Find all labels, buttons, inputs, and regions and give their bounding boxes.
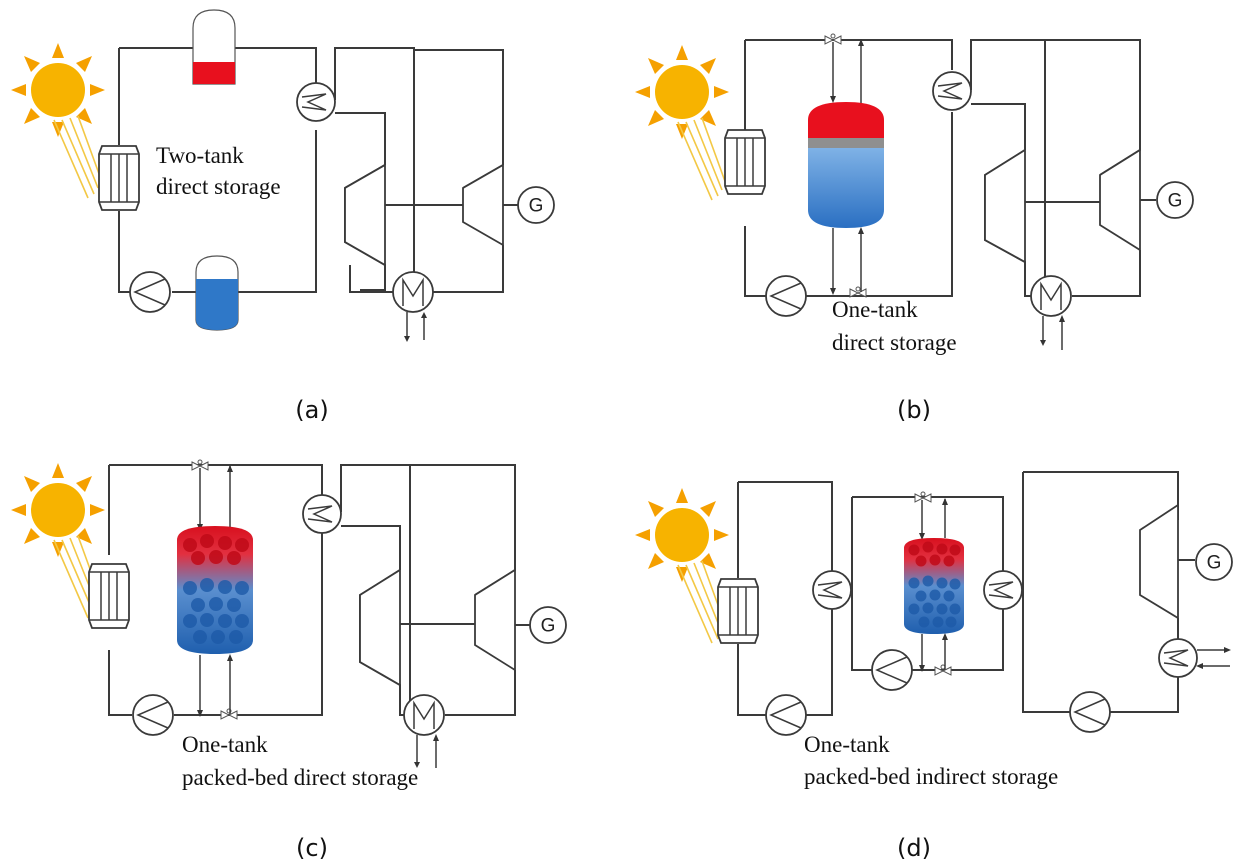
pump-icon [129,271,171,313]
compressor [359,568,401,687]
generator-icon: G [517,186,555,224]
panel-c: G One-tank packed-bed direct storage (c) [10,459,567,862]
turbine [1139,503,1179,620]
compressor [344,163,386,267]
caption-a: (a) [295,396,328,424]
solar-receiver-icon [98,145,140,211]
svg-text:G: G [541,616,556,637]
panel-a: G Two-tank direct storage (a) [10,9,555,424]
heat-exchanger-icon [932,71,972,111]
label-line-1: One-tank [804,732,890,757]
solar-receiver-icon [724,129,766,195]
packed-bed-tank [177,526,253,654]
pump-icon [132,694,174,736]
panel-b: G One-tank direct storage (b) [634,33,1194,424]
pump-icon [871,649,913,691]
label-line-1: One-tank [182,732,268,757]
pump-icon [1069,691,1111,733]
pump-icon [765,694,807,736]
heat-exchanger-icon [302,494,342,534]
sun-icon [634,44,730,201]
condenser-icon [392,271,434,313]
heat-exchanger-icon [1158,638,1198,678]
svg-text:G: G [529,196,544,217]
label-line-2: direct storage [832,330,957,355]
condenser-icon [403,694,445,736]
pump-icon [765,275,807,317]
sun-icon [634,487,730,644]
label-line-2: packed-bed indirect storage [804,764,1058,789]
panel-d: G One-tank packed-bed indirect storage (… [634,471,1233,862]
turbine [474,568,516,672]
caption-b: (b) [897,396,931,424]
svg-text:G: G [1168,191,1183,212]
turbine [462,163,504,247]
hot-tank [192,9,236,85]
compressor [984,148,1026,264]
solar-receiver-icon [717,578,759,644]
packed-bed-tank [904,538,964,634]
caption-d: (d) [897,834,931,862]
heat-exchanger-icon [983,570,1023,610]
generator-icon: G [529,606,567,644]
heat-exchanger-icon [812,570,852,610]
cold-tank [195,255,239,331]
caption-c: (c) [296,834,328,862]
sun-icon [10,42,106,199]
svg-text:G: G [1207,553,1222,574]
solar-receiver-icon [88,563,130,629]
condenser-icon [1030,275,1072,317]
generator-icon: G [1156,181,1194,219]
label-line-1: Two-tank [156,143,244,168]
heat-exchanger-icon [296,82,336,122]
label-line-2: packed-bed direct storage [182,765,418,790]
label-line-2: direct storage [156,174,281,199]
label-line-1: One-tank [832,297,918,322]
turbine [1099,148,1141,252]
thermocline-tank [808,102,884,228]
generator-icon: G [1195,543,1233,581]
